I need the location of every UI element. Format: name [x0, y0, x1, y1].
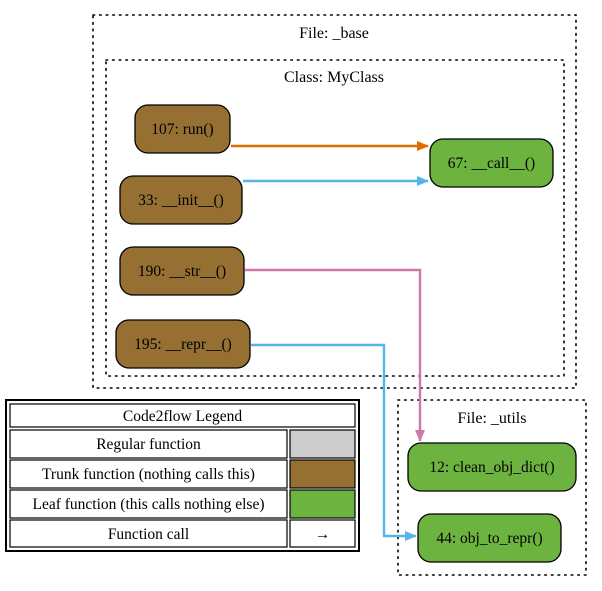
legend-swatch-regular: [289, 429, 356, 459]
node-run[interactable]: 107: run(): [134, 104, 231, 154]
node-repr[interactable]: 195: __repr__(): [115, 319, 251, 369]
legend-swatch-leaf: [289, 489, 356, 519]
node-init[interactable]: 33: __init__(): [119, 175, 243, 225]
legend-label-trunk: Trunk function (nothing calls this): [42, 466, 255, 483]
node-clean-obj-dict[interactable]: 12: clean_obj_dict(): [407, 442, 577, 492]
cluster-file-base: File: _base: [92, 14, 577, 389]
cluster-label-class-myclass: Class: MyClass: [284, 69, 384, 86]
node-clean-obj-dict-label: 12: clean_obj_dict(): [429, 459, 554, 476]
legend-label-function-call: Function call: [108, 526, 189, 543]
cluster-label-file-utils: File: _utils: [458, 410, 527, 427]
edge-repr-to-obj-to-repr: [251, 343, 417, 541]
legend-swatch-trunk: [289, 459, 356, 489]
node-str[interactable]: 190: __str__(): [119, 246, 245, 296]
legend-arrow-symbol: →: [315, 526, 331, 543]
cluster-label-file-base: File: _base: [299, 25, 369, 42]
node-repr-label: 195: __repr__(): [134, 336, 232, 353]
node-str-label: 190: __str__(): [138, 263, 226, 280]
node-init-label: 33: __init__(): [138, 192, 224, 209]
node-obj-to-repr-label: 44: obj_to_repr(): [436, 530, 542, 547]
legend-label-regular: Regular function: [96, 436, 201, 453]
node-call-label: 67: __call__(): [448, 155, 535, 172]
legend-label-leaf: Leaf function (this calls nothing else): [32, 496, 264, 513]
node-call[interactable]: 67: __call__(): [429, 138, 554, 188]
legend-title: Code2flow Legend: [123, 408, 242, 425]
legend: Code2flow Legend Regular function Trunk …: [5, 399, 360, 552]
edge-str-to-clean-obj-dict: [245, 268, 425, 442]
node-run-label: 107: run(): [151, 121, 213, 138]
node-obj-to-repr[interactable]: 44: obj_to_repr(): [417, 513, 562, 563]
cluster-class-myclass: Class: MyClass: [105, 59, 565, 377]
cluster-file-utils: File: _utils: [397, 399, 587, 576]
